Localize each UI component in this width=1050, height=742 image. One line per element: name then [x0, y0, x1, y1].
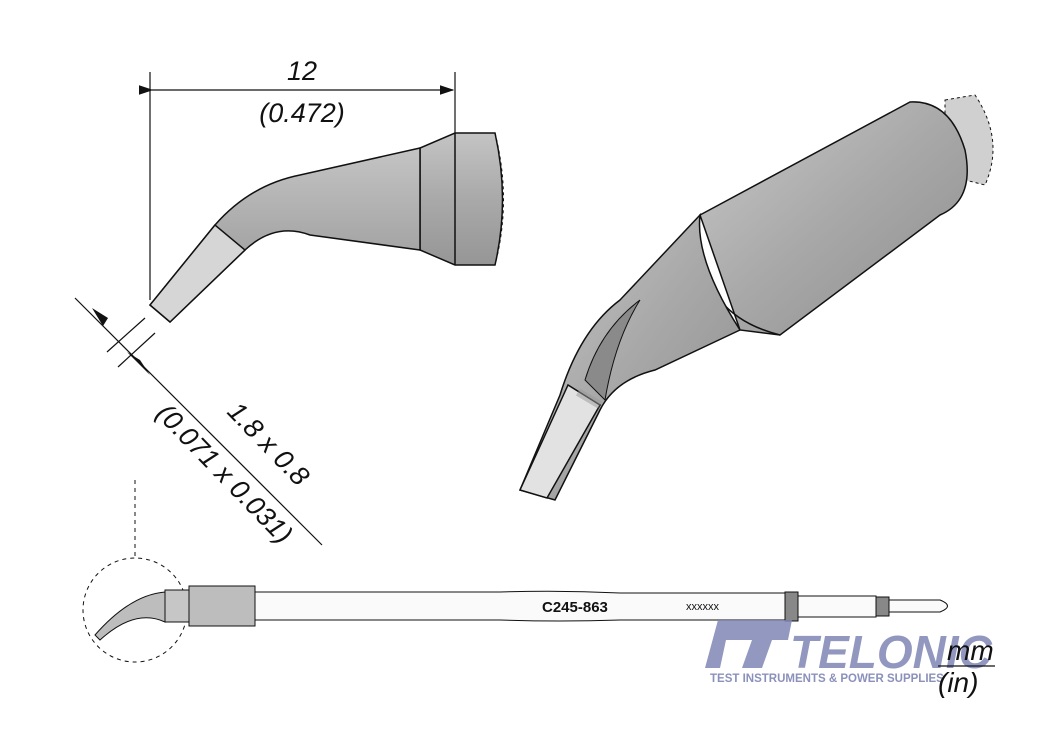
length-dimension-in: (0.472) [259, 98, 345, 128]
telonic-watermark: TELONIC TEST INSTRUMENTS & POWER SUPPLIE… [705, 620, 993, 685]
unit-primary: mm [947, 635, 994, 666]
tip-side-view [138, 72, 504, 324]
telonic-logo-icon [705, 620, 792, 668]
part-number: C245-863 [542, 599, 608, 616]
length-dimension-mm: 12 [287, 56, 317, 86]
tip-width-dimension: 1.8 x 0.8 (0.071 x 0.031) [74, 297, 323, 549]
tip-dimension-in: (0.071 x 0.031) [151, 398, 299, 549]
unit-secondary: (in) [938, 667, 978, 698]
tip-3d-view [518, 94, 994, 501]
watermark-tagline: TEST INSTRUMENTS & POWER SUPPLIES [710, 673, 944, 685]
tip-full-view: C245-863 xxxxxx [82, 480, 948, 663]
watermark-brand: TELONIC [790, 626, 993, 678]
serial-placeholder: xxxxxx [686, 601, 720, 613]
